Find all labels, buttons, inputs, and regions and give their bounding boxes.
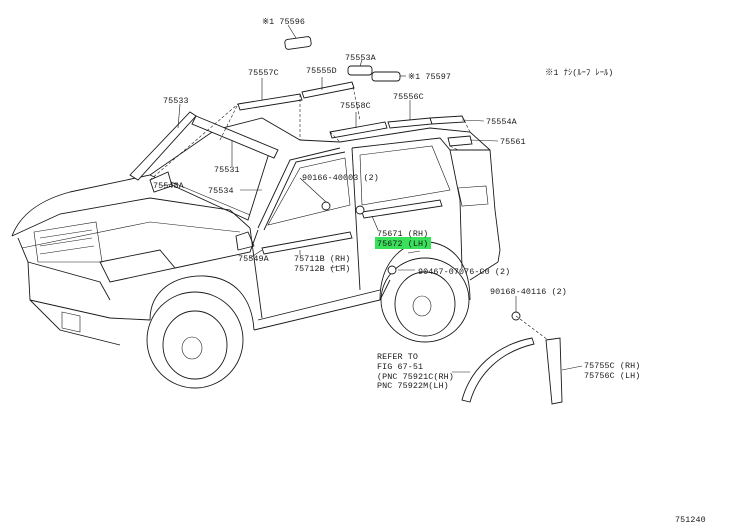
part-75555d (301, 81, 355, 99)
part-75921c (461, 337, 535, 403)
label-75549a: 75549A (238, 254, 270, 264)
part-75553a (347, 65, 373, 76)
part-75597 (371, 71, 401, 82)
label-90467: 90467-07076-C0 (2) (418, 267, 510, 277)
figure-number: 751240 (675, 515, 706, 525)
label-75534: 75534 (208, 186, 234, 196)
part-labels: ※1 75596 75553A 75557C 75555D ※1 75597 ※… (153, 17, 706, 525)
part-75671 (361, 199, 443, 219)
label-refer-3: (PNC 75921C(RH) (377, 372, 454, 382)
label-75712b: 75712B (LH) (294, 264, 350, 274)
label-75531: 75531 (214, 165, 240, 175)
clip-90166-b (355, 205, 365, 215)
label-75533: 75533 (163, 96, 189, 106)
roof-rail-parts (129, 36, 473, 193)
label-75558c: 75558C (340, 101, 371, 111)
part-75558c (329, 121, 388, 139)
part-75561 (447, 135, 473, 147)
part-75531 (191, 115, 279, 159)
leader-lines (161, 24, 583, 373)
label-75557c: 75557C (248, 68, 279, 78)
label-75711b: 75711B (RH) (294, 254, 350, 264)
label-75555d: 75555D (306, 66, 337, 76)
label-75548a: 75548A (153, 181, 185, 191)
part-75755c (545, 337, 563, 405)
label-75672: 75672 (LH) (377, 239, 428, 249)
label-75553a: 75553A (345, 53, 377, 63)
vehicle-outline (11, 117, 501, 389)
clip-90467 (387, 265, 397, 275)
label-75561: 75561 (500, 137, 526, 147)
label-75755c: 75755C (RH) (584, 361, 640, 371)
part-75711b (261, 231, 353, 255)
part-75548a (149, 171, 173, 193)
label-refer-4: PNC 75922M(LH) (377, 381, 449, 391)
label-90166: 90166-40003 (2) (302, 173, 379, 183)
label-75554a: 75554A (486, 117, 518, 127)
part-75554a (429, 115, 466, 125)
label-refer-2: FIG 67-51 (377, 362, 423, 372)
label-75756c: 75756C (LH) (584, 371, 640, 381)
wheel-arch-mouldings (461, 315, 563, 405)
label-75597: ※1 75597 (408, 72, 451, 82)
label-75596: ※1 75596 (262, 17, 305, 27)
label-75671: 75671 (RH) (377, 229, 428, 239)
label-75556c: 75556C (393, 92, 424, 102)
part-75533 (129, 111, 197, 181)
label-refer-1: REFER TO (377, 352, 418, 362)
label-90168: 90168-40116 (2) (490, 287, 567, 297)
part-75596 (284, 36, 312, 50)
part-75557c (237, 93, 303, 111)
label-note: ※1 ﾅｼ(ﾙｰﾌ ﾚｰﾙ) (545, 68, 613, 78)
highlight-75672 (375, 237, 431, 249)
clip-90166 (321, 201, 331, 211)
